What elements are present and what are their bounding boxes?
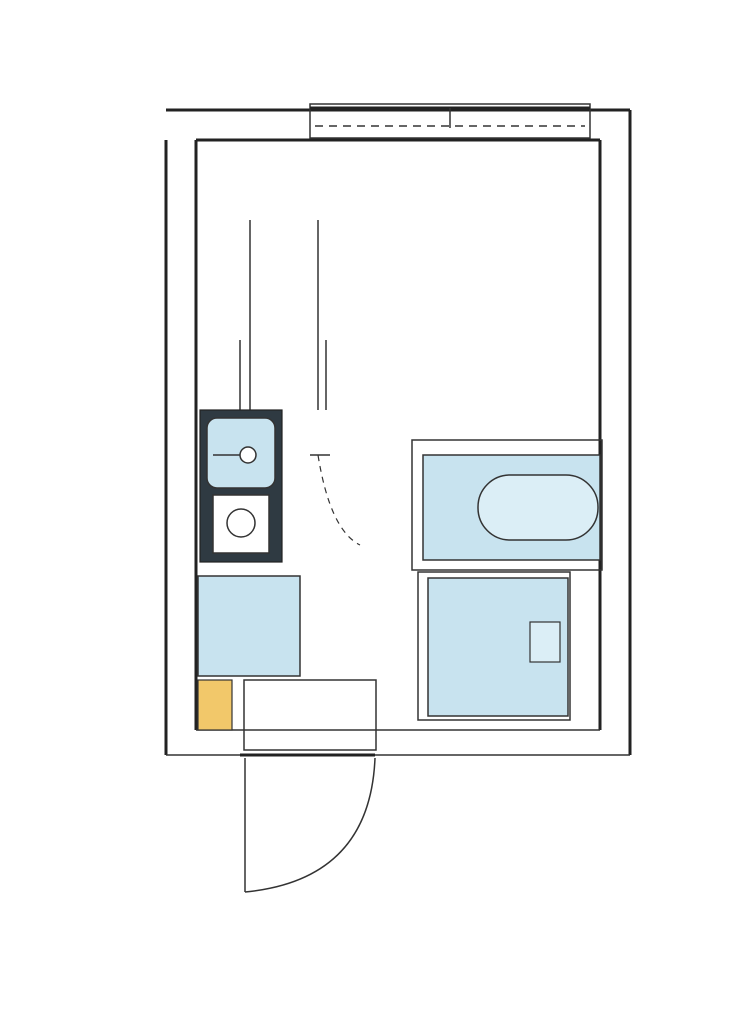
toilet bbox=[417, 571, 571, 721]
drain-icon bbox=[239, 446, 257, 464]
kitchen bbox=[199, 409, 283, 563]
closet bbox=[197, 575, 377, 751]
storage bbox=[197, 679, 233, 731]
burner-icon bbox=[226, 508, 256, 538]
loft-stair bbox=[239, 220, 327, 410]
entrance bbox=[240, 753, 376, 893]
window bbox=[309, 103, 591, 139]
tub-basin bbox=[477, 474, 599, 541]
exterior-walls bbox=[164, 108, 632, 756]
bathroom bbox=[411, 439, 603, 571]
interior-door bbox=[310, 454, 361, 546]
toilet-fixture bbox=[529, 621, 561, 663]
